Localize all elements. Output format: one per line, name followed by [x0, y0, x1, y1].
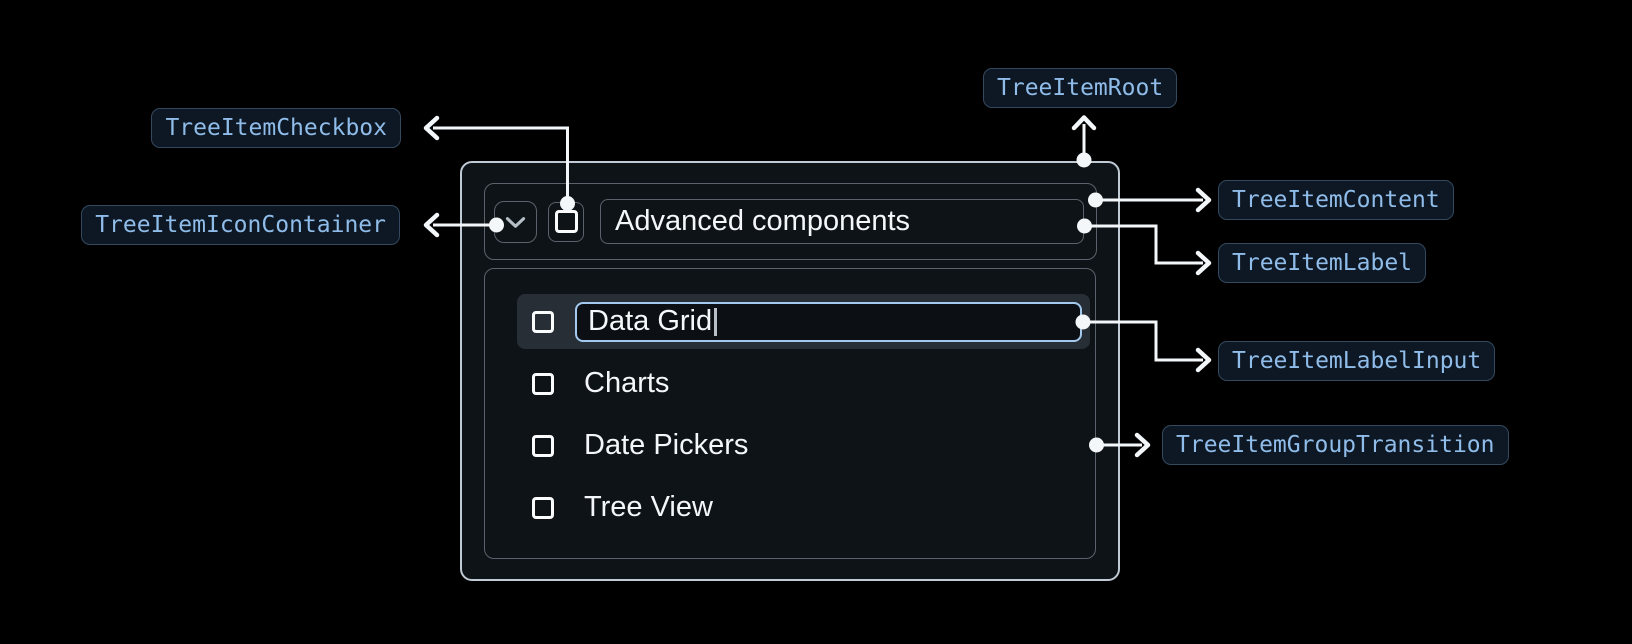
tree-item-icon-container[interactable] [494, 200, 537, 243]
checkbox-unchecked-icon[interactable] [532, 496, 554, 519]
annotation-chip-tree-item-label: TreeItemLabel [1218, 243, 1427, 283]
checkbox-unchecked-icon[interactable] [532, 372, 554, 395]
arrowhead-right-icon [1195, 347, 1212, 373]
arrowhead-left-icon [423, 212, 440, 238]
annotation-chip-tree-item-group-transition: TreeItemGroupTransition [1162, 425, 1509, 465]
tree-item-row-data-grid[interactable]: Data Grid [517, 294, 1090, 349]
tree-item-label: Date Pickers [584, 429, 749, 461]
tree-item-label: Advanced components [600, 199, 1084, 244]
parent-label-text: Advanced components [615, 205, 911, 237]
connector-tree-item-root [1071, 115, 1097, 168]
arrowhead-left-icon [423, 115, 440, 141]
checkbox-unchecked-icon [554, 210, 578, 233]
tree-item-group-transition: Data Grid Charts Date Pickers Tree View [484, 268, 1096, 559]
tree-item-label-input[interactable]: Data Grid [575, 301, 1082, 342]
chevron-down-icon [505, 216, 526, 228]
annotation-chip-tree-item-content: TreeItemContent [1218, 180, 1454, 220]
arrowhead-up-icon [1071, 115, 1097, 131]
checkbox-unchecked-icon[interactable] [532, 434, 554, 457]
tree-item-content[interactable]: Advanced components [484, 183, 1097, 260]
tree-item-label: Tree View [584, 491, 713, 523]
label-input-value: Data Grid [588, 305, 713, 337]
tree-item-row-charts[interactable]: Charts [517, 356, 1090, 411]
annotation-chip-tree-item-checkbox: TreeItemCheckbox [151, 108, 401, 148]
annotation-chip-tree-item-root: TreeItemRoot [983, 68, 1178, 108]
tree-item-row-date-pickers[interactable]: Date Pickers [517, 418, 1090, 473]
tree-item-root: Advanced components Data Grid Charts Dat… [460, 161, 1120, 581]
checkbox-unchecked-icon[interactable] [532, 310, 554, 333]
arrowhead-right-icon [1134, 432, 1151, 458]
annotation-chip-tree-item-icon-container: TreeItemIconContainer [81, 205, 400, 245]
tree-item-checkbox[interactable] [548, 201, 584, 242]
text-cursor [714, 307, 718, 336]
arrowhead-right-icon [1195, 187, 1212, 213]
tree-item-row-tree-view[interactable]: Tree View [517, 480, 1090, 535]
tree-item-label: Charts [584, 367, 670, 399]
annotation-chip-tree-item-label-input: TreeItemLabelInput [1218, 341, 1496, 381]
arrowhead-right-icon [1195, 250, 1212, 276]
